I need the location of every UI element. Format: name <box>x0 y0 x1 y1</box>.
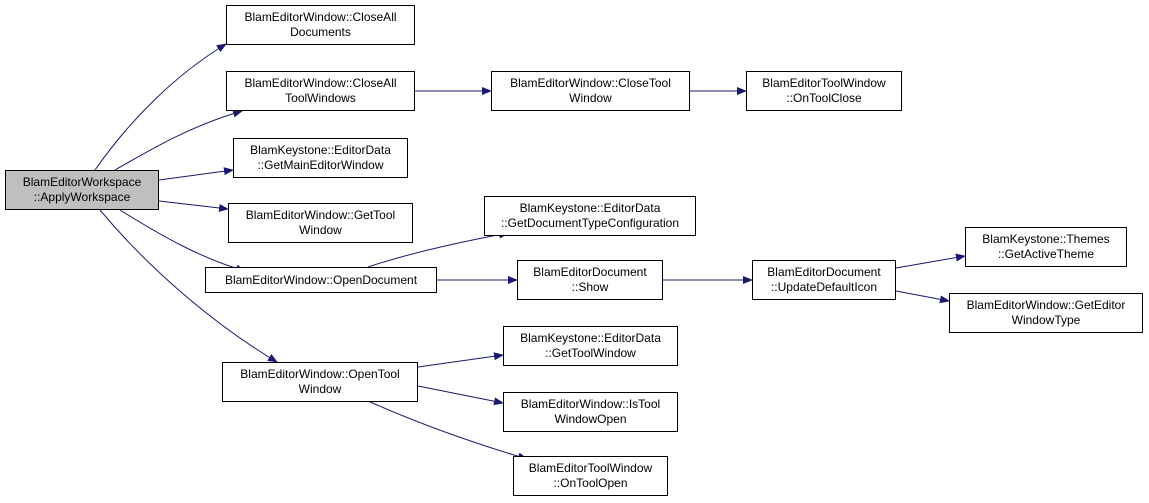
node-editor-data-get-tool-window[interactable]: BlamKeystone::EditorData ::GetToolWindow <box>503 326 678 366</box>
node-label-line: ::GetMainEditorWindow <box>257 158 384 172</box>
node-get-document-type-configuration[interactable]: BlamKeystone::EditorData ::GetDocumentTy… <box>484 196 696 236</box>
node-label-line: BlamKeystone::EditorData <box>519 201 661 215</box>
node-label-line: ToolWindows <box>285 91 356 105</box>
node-label-line: ::OnToolClose <box>786 91 862 105</box>
edge-n13-n15 <box>417 385 504 406</box>
node-on-tool-close[interactable]: BlamEditorToolWindow ::OnToolClose <box>746 71 902 111</box>
node-apply-workspace: BlamEditorWorkspace ::ApplyWorkspace <box>5 170 159 210</box>
node-label-line: WindowType <box>1011 313 1081 327</box>
node-label-line: BlamEditorWindow::CloseAll <box>244 10 397 24</box>
node-get-main-editor-window[interactable]: BlamKeystone::EditorData ::GetMainEditor… <box>233 138 408 178</box>
edge-n7-n8 <box>367 230 509 268</box>
node-label-line: BlamEditorWorkspace <box>22 175 142 189</box>
node-label-line: BlamKeystone::EditorData <box>250 143 391 157</box>
node-label-line: ::GetToolWindow <box>545 346 636 360</box>
edge-n0-n13 <box>99 209 278 363</box>
node-label-line: ::GetActiveTheme <box>997 247 1095 261</box>
node-label-line: BlamEditorDocument <box>533 265 647 279</box>
node-label-line: ::OnToolOpen <box>553 476 628 490</box>
node-label-line: BlamKeystone::Themes <box>982 232 1110 246</box>
edge-n10-n12 <box>895 290 950 304</box>
node-label-line: BlamEditorWindow::CloseAll <box>244 76 397 90</box>
node-open-tool-window[interactable]: BlamEditorWindow::OpenTool Window <box>222 362 418 402</box>
edge-n0-n2 <box>114 109 243 171</box>
node-label-line: BlamEditorWindow::GetTool <box>245 208 396 222</box>
node-label-line: ::Show <box>571 280 609 294</box>
node-label-line: Window <box>299 223 342 237</box>
edge-n13-n14 <box>417 352 504 368</box>
node-label-line: ::UpdateDefaultIcon <box>770 280 878 294</box>
edge-n0-n1 <box>94 43 227 171</box>
node-label-line: BlamEditorWindow::OpenTool <box>240 367 400 381</box>
edge-n0-n7 <box>119 209 246 273</box>
node-label-line: Documents <box>290 25 351 39</box>
node-label-line: BlamEditorWindow::IsTool <box>520 397 661 411</box>
node-label-line: WindowOpen <box>554 412 627 426</box>
node-close-all-documents[interactable]: BlamEditorWindow::CloseAll Documents <box>226 5 415 45</box>
node-open-document[interactable]: BlamEditorWindow::OpenDocument <box>205 267 437 293</box>
node-get-active-theme[interactable]: BlamKeystone::Themes ::GetActiveTheme <box>965 227 1127 267</box>
node-label-line: BlamEditorToolWindow <box>528 461 653 475</box>
edge-n10-n11 <box>895 253 966 269</box>
node-label-line: BlamEditorDocument <box>767 265 881 279</box>
node-label-line: BlamEditorWindow::GetEditor <box>966 298 1126 312</box>
node-close-all-tool-windows[interactable]: BlamEditorWindow::CloseAll ToolWindows <box>226 71 415 111</box>
node-label-line: BlamKeystone::EditorData <box>520 331 661 345</box>
node-label-line: Window <box>569 91 612 105</box>
edge-n0-n5 <box>158 167 234 181</box>
node-label-line: BlamEditorWindow::OpenDocument <box>224 272 418 287</box>
node-get-tool-window[interactable]: BlamEditorWindow::GetTool Window <box>228 203 413 243</box>
node-get-editor-window-type[interactable]: BlamEditorWindow::GetEditor WindowType <box>949 293 1143 333</box>
node-on-tool-open[interactable]: BlamEditorToolWindow ::OnToolOpen <box>513 456 668 496</box>
node-update-default-icon[interactable]: BlamEditorDocument ::UpdateDefaultIcon <box>752 260 896 300</box>
edge-n0-n6 <box>158 200 229 212</box>
node-label-line: ::GetDocumentTypeConfiguration <box>500 216 680 230</box>
node-is-tool-window-open[interactable]: BlamEditorWindow::IsTool WindowOpen <box>503 392 678 432</box>
node-label-line: ::ApplyWorkspace <box>33 190 131 204</box>
node-label-line: BlamEditorToolWindow <box>762 76 886 90</box>
edge-n13-n16 <box>367 400 528 461</box>
node-document-show[interactable]: BlamEditorDocument ::Show <box>517 260 663 300</box>
node-label-line: Window <box>298 382 342 396</box>
node-close-tool-window[interactable]: BlamEditorWindow::CloseTool Window <box>491 71 690 111</box>
node-label-line: BlamEditorWindow::CloseTool <box>510 76 671 90</box>
